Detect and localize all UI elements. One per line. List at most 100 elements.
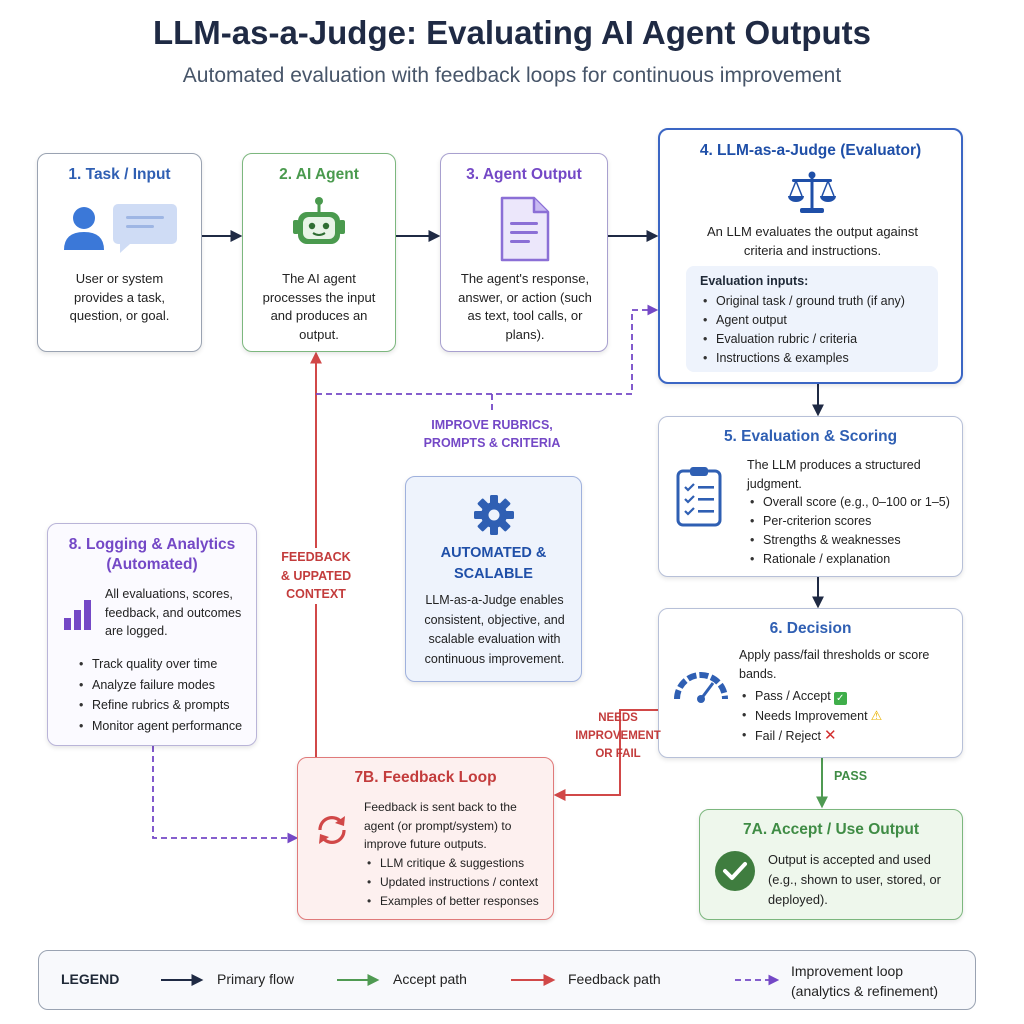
- list-item: Rationale / explanation: [750, 550, 973, 569]
- feedback-context-label-line2: & UPPATED: [280, 568, 352, 583]
- feedback-loop-text: Feedback is sent back to the agent (or p…: [364, 800, 517, 851]
- ai-agent-box: 2. AI Agent The AI agent processes the i…: [242, 153, 396, 352]
- list-item: Monitor agent performance: [79, 716, 270, 737]
- user-chat-icon: [64, 204, 177, 253]
- feedback-context-label-line1: FEEDBACK: [281, 550, 351, 564]
- needs-improvement-label-line2: IMPROVEMENT: [575, 730, 661, 742]
- improve-rubrics-label: IMPROVE RUBRICS, PROMPTS & CRITERIA: [412, 416, 572, 452]
- decision-list: Pass / Accept✓ Needs Improvement⚠ Fail /…: [741, 687, 965, 746]
- legend: LEGEND Primary flow Accept path Feedback…: [38, 950, 976, 1010]
- needs-improvement-label-line3: OR FAIL: [595, 748, 641, 760]
- feedback-context-label-line3: CONTEXT: [286, 587, 346, 601]
- task-input-text: User or system provides a task, question…: [69, 271, 170, 323]
- evaluation-scoring-text: The LLM produces a structured judgment.: [747, 458, 921, 491]
- list-item: Refine rubrics & prompts: [79, 695, 270, 716]
- automated-scalable-text: LLM-as-a-Judge enables consistent, objec…: [424, 593, 565, 666]
- gauge-icon: [674, 672, 728, 703]
- evaluation-inputs-title: Evaluation inputs:: [700, 274, 809, 288]
- robot-icon: [293, 197, 345, 244]
- decision-needs-label: Needs Improvement: [755, 709, 868, 723]
- check-icon: ✓: [833, 692, 847, 705]
- list-item: Updated instructions / context: [367, 873, 565, 892]
- legend-title: LEGEND: [61, 971, 120, 987]
- cross-icon: ✕: [824, 727, 837, 744]
- clipboard-checklist-icon: [676, 467, 722, 527]
- decision-text: Apply pass/fail thresholds or score band…: [739, 648, 930, 681]
- legend-primary-label: Primary flow: [217, 971, 295, 987]
- feedback-loop-list: LLM critique & suggestions Updated instr…: [366, 854, 565, 911]
- ai-agent-text: The AI agent processes the input and pro…: [262, 271, 376, 342]
- evaluation-scoring-title: 5. Evaluation & Scoring: [723, 428, 898, 445]
- feedback-loop-box: 7B. Feedback Loop Feedback is sent back …: [297, 757, 554, 920]
- list-item: Overall score (e.g., 0–100 or 1–5): [750, 493, 973, 512]
- list-item: Strengths & weaknesses: [750, 531, 973, 550]
- accept-output-title: 7A. Accept / Use Output: [743, 821, 919, 838]
- pass-label: PASS: [834, 769, 868, 783]
- logging-analytics-text: All evaluations, scores, feedback, and o…: [105, 587, 242, 638]
- evaluation-inputs-list: Original task / ground truth (if any) Ag…: [702, 292, 948, 368]
- page-title: LLM-as-a-Judge: Evaluating AI Agent Outp…: [152, 14, 872, 51]
- list-item: Needs Improvement⚠: [742, 706, 965, 726]
- list-item: LLM critique & suggestions: [367, 854, 565, 873]
- llm-judge-text: An LLM evaluates the output against crit…: [706, 224, 919, 258]
- list-item: Instructions & examples: [703, 349, 948, 368]
- list-item: Fail / Reject✕: [742, 726, 965, 746]
- bar-chart-icon: [64, 600, 91, 630]
- logging-analytics-list: Track quality over time Analyze failure …: [78, 654, 270, 736]
- task-input-box: 1. Task / Input User or system provides …: [37, 153, 202, 352]
- list-item: Per-criterion scores: [750, 512, 973, 531]
- agent-output-box: 3. Agent Output The agent's response, an…: [440, 153, 608, 352]
- logging-analytics-title: 8. Logging & Analytics (Automated): [48, 535, 256, 575]
- list-item: Track quality over time: [79, 654, 270, 675]
- check-circle-icon: [715, 851, 755, 891]
- legend-arrows: [161, 974, 780, 986]
- accept-output-box: 7A. Accept / Use Output Output is accept…: [699, 809, 963, 920]
- list-item: Evaluation rubric / criteria: [703, 330, 948, 349]
- logging-analytics-title-line2: (Automated): [106, 556, 198, 573]
- arrow-improve-to-judge: [316, 304, 659, 395]
- feedback-context-label: FEEDBACK & UPPATED CONTEXT: [266, 548, 366, 604]
- legend-improve-label-line2: (analytics & refinement): [791, 983, 939, 999]
- legend-feedback-label: Feedback path: [568, 971, 661, 987]
- refresh-cycle-icon: [318, 816, 346, 844]
- legend-improve-label: Improvement loop (analytics & refinement…: [791, 961, 938, 1001]
- automated-scalable-callout: AUTOMATED & SCALABLE LLM-as-a-Judge enab…: [405, 476, 582, 682]
- decision-pass-label: Pass / Accept: [755, 689, 831, 703]
- llm-judge-box: 4. LLM-as-a-Judge (Evaluator) An LLM eva…: [658, 128, 963, 384]
- legend-improve-label-line1: Improvement loop: [791, 963, 904, 979]
- list-item: Examples of better responses: [367, 892, 565, 911]
- task-input-title: 1. Task / Input: [68, 166, 171, 183]
- decision-box: 6. Decision Apply pass/fail thresholds o…: [658, 608, 963, 758]
- evaluation-scoring-list: Overall score (e.g., 0–100 or 1–5) Per-c…: [749, 493, 973, 569]
- llm-judge-title: 4. LLM-as-a-Judge (Evaluator): [699, 142, 922, 159]
- logging-analytics-title-line1: 8. Logging & Analytics: [68, 536, 236, 553]
- improve-rubrics-label-line2: PROMPTS & CRITERIA: [423, 436, 561, 450]
- arrow-logging-to-feedback: [152, 746, 299, 844]
- list-item: Agent output: [703, 311, 948, 330]
- needs-improvement-label: NEEDS IMPROVEMENT OR FAIL: [570, 709, 666, 763]
- feedback-loop-title: 7B. Feedback Loop: [354, 769, 497, 786]
- evaluation-inputs-panel: Evaluation inputs: Original task / groun…: [686, 266, 938, 372]
- legend-accept-label: Accept path: [393, 971, 467, 987]
- accept-output-text: Output is accepted and used (e.g., shown…: [768, 852, 941, 907]
- decision-fail-label: Fail / Reject: [755, 729, 821, 743]
- gear-icon: [474, 495, 514, 535]
- automated-scalable-title-line2: SCALABLE: [454, 566, 533, 582]
- scales-icon: [788, 171, 836, 213]
- warning-icon: ⚠: [870, 708, 883, 723]
- page-subtitle: Automated evaluation with feedback loops…: [182, 64, 842, 87]
- ai-agent-title: 2. AI Agent: [279, 166, 359, 183]
- decision-title: 6. Decision: [769, 620, 852, 637]
- list-item: Pass / Accept✓: [742, 687, 965, 706]
- logging-analytics-box: 8. Logging & Analytics (Automated) All e…: [47, 523, 257, 746]
- automated-scalable-title-line1: AUTOMATED &: [440, 545, 547, 561]
- agent-output-title: 3. Agent Output: [466, 166, 582, 183]
- automated-scalable-title: AUTOMATED & SCALABLE: [406, 543, 581, 585]
- needs-improvement-label-line1: NEEDS: [598, 712, 638, 724]
- list-item: Original task / ground truth (if any): [703, 292, 948, 311]
- evaluation-scoring-box: 5. Evaluation & Scoring The LLM produces…: [658, 416, 963, 577]
- agent-output-text: The agent's response, answer, or action …: [458, 271, 592, 342]
- arrow-decision-to-feedback: [553, 709, 658, 801]
- document-icon: [500, 196, 550, 262]
- list-item: Analyze failure modes: [79, 675, 270, 696]
